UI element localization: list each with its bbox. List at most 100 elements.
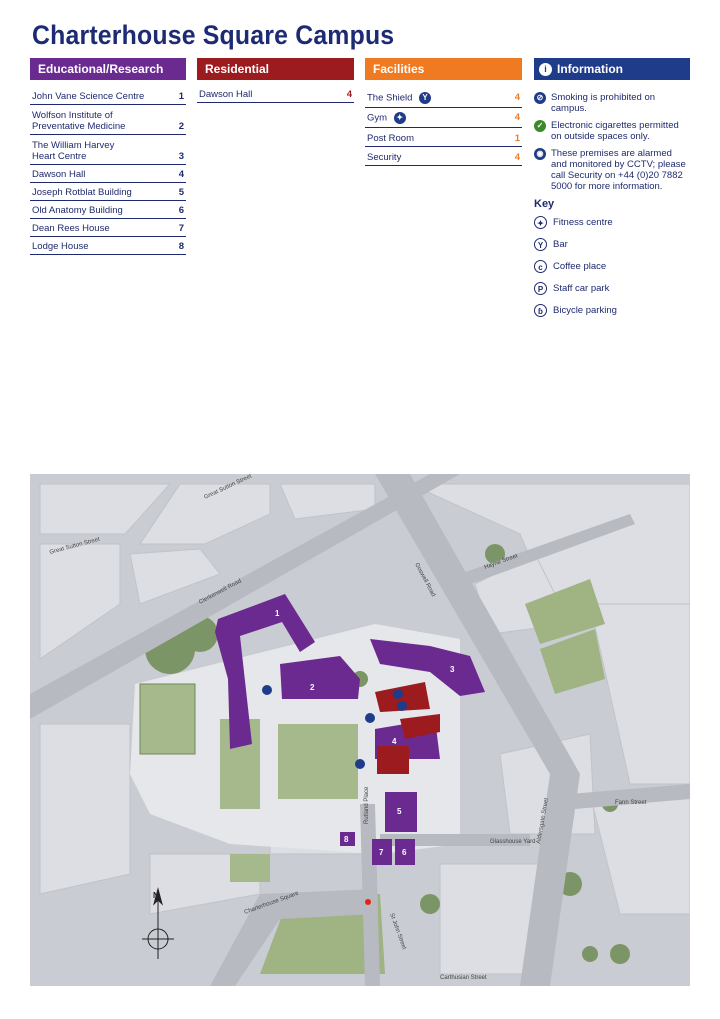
parking-icon[interactable]: [355, 759, 365, 769]
north-label: N: [153, 891, 159, 900]
bar-icon[interactable]: [393, 689, 403, 699]
key-label: Coffee place: [553, 261, 607, 272]
educational-header: Educational/Research: [30, 58, 186, 80]
item-label: Old Anatomy Building: [32, 205, 123, 216]
list-item[interactable]: The William Harvey Heart Centre 3: [30, 135, 186, 165]
item-number: 1: [514, 133, 520, 144]
parking-icon: P: [534, 282, 547, 295]
map-icons: [262, 685, 407, 905]
campus-map[interactable]: Clerkenwell Road Great Sutton Street Gre…: [30, 473, 691, 986]
key-item: P Staff car park: [534, 282, 690, 295]
item-number: 1: [178, 91, 184, 102]
residential-buildings: [375, 682, 440, 774]
item-number: 4: [514, 112, 520, 123]
information-header: i Information: [534, 58, 690, 80]
bicycle-icon: ɓ: [534, 304, 547, 317]
educational-column: Educational/Research John Vane Science C…: [30, 58, 186, 255]
item-label: Gym ✦: [367, 111, 411, 124]
key-list: ✦ Fitness centre Y Bar c Coffee place P Staf…: [534, 216, 690, 317]
key-item: ɓ Bicycle parking: [534, 304, 690, 317]
street-label: Glasshouse Yard: [490, 839, 535, 845]
key-title: Key: [534, 198, 555, 210]
item-label: John Vane Science Centre: [32, 91, 145, 102]
dawson-hall-red-1[interactable]: [375, 682, 430, 712]
residential-column: Residential Dawson Hall 4: [197, 58, 354, 103]
key-item: Y Bar: [534, 238, 690, 251]
coffee-icon[interactable]: [365, 713, 375, 723]
educational-buildings: [215, 594, 485, 865]
building-1[interactable]: [215, 594, 315, 749]
residential-header: Residential: [197, 58, 354, 80]
item-number: 7: [178, 223, 184, 234]
street-label: Rutland Place: [364, 786, 370, 824]
item-number: 4: [178, 169, 184, 180]
dawson-hall-red-3[interactable]: [377, 746, 409, 774]
fitness-icon: ✦: [534, 216, 547, 229]
info-item: ◉These premises are alarmed and monitore…: [534, 148, 690, 192]
item-number: 6: [178, 205, 184, 216]
item-number: 4: [346, 89, 352, 100]
bicycle-icon[interactable]: [262, 685, 272, 695]
item-number: 4: [514, 152, 520, 163]
key-label: Staff car park: [553, 283, 610, 294]
key-item: ✦ Fitness centre: [534, 216, 690, 229]
list-item[interactable]: Wolfson Institute of Preventative Medici…: [30, 105, 186, 135]
building-6[interactable]: [395, 839, 415, 865]
list-item[interactable]: Old Anatomy Building 6: [30, 201, 186, 219]
building-number: 6: [402, 848, 407, 857]
fitness-icon[interactable]: [397, 701, 407, 711]
shield-label: The Shield: [367, 92, 413, 104]
educational-list: John Vane Science Centre 1 Wolfson Instit…: [30, 88, 186, 255]
gym-label: Gym: [367, 112, 388, 124]
info-text: Smoking is prohibited on campus.: [551, 92, 656, 114]
key-label: Bar: [553, 239, 568, 250]
compass: [142, 887, 174, 959]
list-item[interactable]: Lodge House 8: [30, 237, 186, 255]
key-item: c Coffee place: [534, 260, 690, 273]
item-label: Lodge House: [32, 241, 89, 252]
item-number: 3: [178, 151, 184, 162]
bar-icon: Y: [534, 238, 547, 251]
building-number: 1: [275, 609, 280, 618]
list-item[interactable]: Dawson Hall 4: [197, 86, 354, 103]
item-number: 4: [514, 92, 520, 103]
list-item[interactable]: Dawson Hall 4: [30, 165, 186, 183]
item-label: Wolfson Institute of Preventative Medici…: [32, 110, 126, 132]
dawson-hall-red-2[interactable]: [400, 714, 440, 739]
list-item[interactable]: Gym ✦ 4: [365, 108, 522, 128]
building-number: 3: [450, 665, 455, 674]
item-number: 5: [178, 187, 184, 198]
info-item: ⊘ Smoking is prohibited on campus.: [534, 92, 690, 114]
key-label: Fitness centre: [553, 217, 613, 228]
list-item[interactable]: John Vane Science Centre 1: [30, 88, 186, 105]
building-5[interactable]: [385, 792, 417, 832]
no-smoking-icon: ⊘: [534, 92, 546, 104]
roads: [30, 474, 690, 986]
building-7[interactable]: [372, 839, 392, 865]
building-2[interactable]: [280, 656, 360, 699]
list-item[interactable]: Dean Rees House 7: [30, 219, 186, 237]
item-label: The William Harvey Heart Centre: [32, 140, 115, 162]
coffee-icon: c: [534, 260, 547, 273]
information-title: Information: [557, 62, 623, 76]
item-label: Dean Rees House: [32, 223, 110, 234]
station-marker-icon[interactable]: [365, 899, 371, 905]
building-number: 7: [379, 848, 384, 857]
item-number: 8: [178, 241, 184, 252]
key-label: Bicycle parking: [553, 305, 617, 316]
item-label: Dawson Hall: [199, 89, 253, 100]
residential-list: Dawson Hall 4: [197, 86, 354, 103]
building-8[interactable]: [340, 832, 355, 846]
info-text: These premises are alarmed and monitored…: [551, 148, 686, 192]
list-item[interactable]: The Shield Y 4: [365, 88, 522, 108]
building-number: 5: [397, 807, 402, 816]
building-3[interactable]: [370, 639, 485, 696]
item-label: Dawson Hall: [32, 169, 86, 180]
information-column: i Information ⊘ Smoking is prohibited on …: [534, 58, 690, 326]
page-title: Charterhouse Square Campus: [32, 20, 395, 50]
street-label: Carthusian Street: [440, 975, 487, 981]
